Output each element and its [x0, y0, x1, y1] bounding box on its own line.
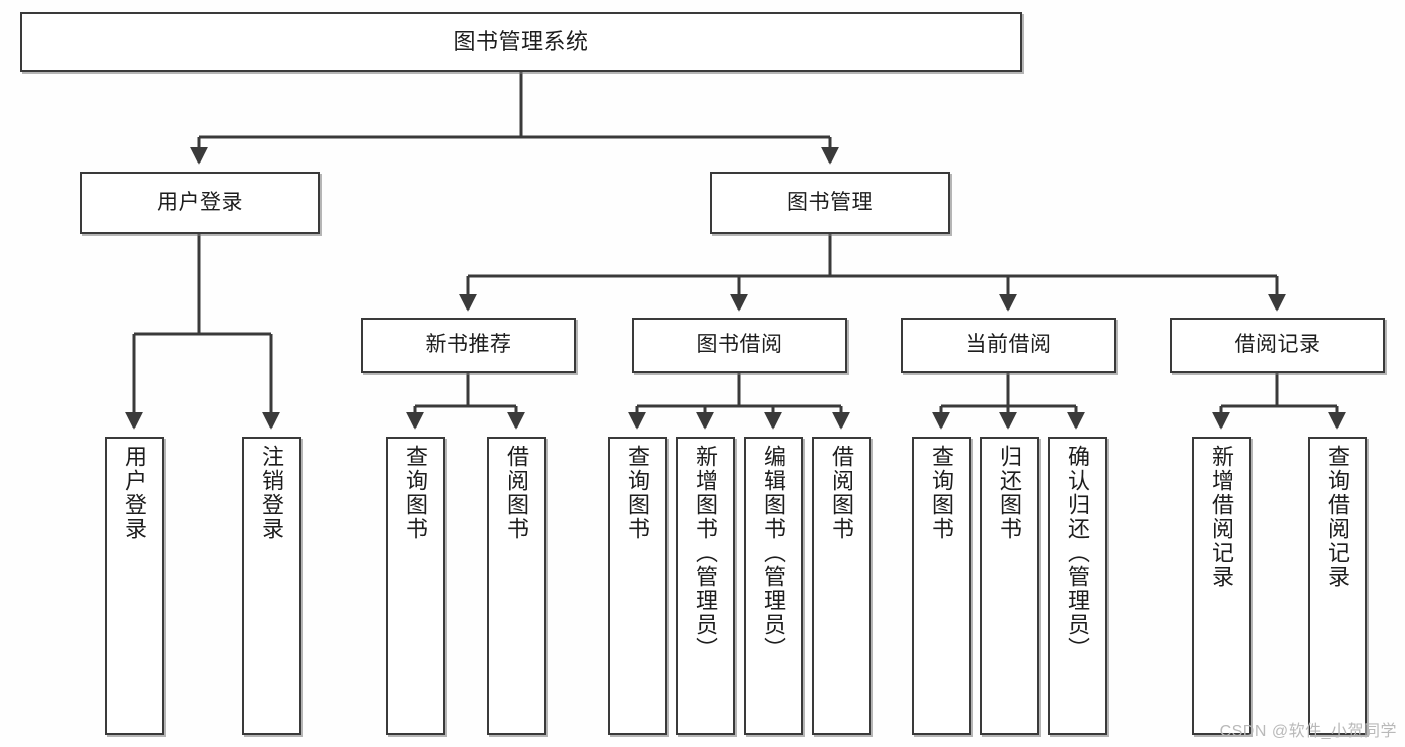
node-book-manage[interactable]: 图书管理 [710, 172, 950, 234]
leaf-confirm-return[interactable]: 确认归还（管理员） [1048, 437, 1107, 735]
leaf-add-record[interactable]: 新增借阅记录 [1192, 437, 1251, 735]
leaf-query-book-1-label: 查询图书 [403, 445, 429, 541]
leaf-edit-book-label: 编辑图书（管理员） [761, 445, 787, 661]
leaf-query-book-2[interactable]: 查询图书 [608, 437, 667, 735]
leaf-borrow-book-1-label: 借阅图书 [504, 445, 530, 541]
node-current-borrow-label: 当前借阅 [965, 333, 1052, 357]
leaf-logout[interactable]: 注销登录 [242, 437, 301, 735]
leaf-return-book-label: 归还图书 [997, 445, 1023, 541]
node-book-borrow-label: 图书借阅 [696, 333, 783, 357]
leaf-borrow-book-2[interactable]: 借阅图书 [812, 437, 871, 735]
leaf-return-book[interactable]: 归还图书 [980, 437, 1039, 735]
node-new-book-rec[interactable]: 新书推荐 [361, 318, 576, 373]
leaf-query-book-1[interactable]: 查询图书 [386, 437, 445, 735]
leaf-query-record-label: 查询借阅记录 [1325, 445, 1351, 589]
csdn-watermark: CSDN @软件_小贺同学 [1219, 723, 1397, 740]
node-borrow-record[interactable]: 借阅记录 [1170, 318, 1385, 373]
leaf-borrow-book-1[interactable]: 借阅图书 [487, 437, 546, 735]
node-root[interactable]: 图书管理系统 [20, 12, 1022, 72]
leaf-edit-book[interactable]: 编辑图书（管理员） [744, 437, 803, 735]
node-book-manage-label: 图书管理 [787, 190, 873, 214]
leaf-add-book-label: 新增图书（管理员） [693, 445, 719, 661]
leaf-query-book-3[interactable]: 查询图书 [912, 437, 971, 735]
node-borrow-record-label: 借阅记录 [1234, 333, 1321, 357]
node-book-borrow[interactable]: 图书借阅 [632, 318, 847, 373]
node-new-book-rec-label: 新书推荐 [425, 333, 512, 357]
leaf-confirm-return-label: 确认归还（管理员） [1065, 445, 1091, 661]
node-user-login[interactable]: 用户登录 [80, 172, 320, 234]
leaf-query-book-2-label: 查询图书 [625, 445, 651, 541]
leaf-add-record-label: 新增借阅记录 [1209, 445, 1235, 589]
node-current-borrow[interactable]: 当前借阅 [901, 318, 1116, 373]
leaf-user-login-label: 用户登录 [122, 445, 148, 541]
leaf-logout-label: 注销登录 [259, 445, 285, 541]
leaf-query-book-3-label: 查询图书 [929, 445, 955, 541]
leaf-add-book[interactable]: 新增图书（管理员） [676, 437, 735, 735]
leaf-user-login[interactable]: 用户登录 [105, 437, 164, 735]
leaf-borrow-book-2-label: 借阅图书 [829, 445, 855, 541]
leaf-query-record[interactable]: 查询借阅记录 [1308, 437, 1367, 735]
node-root-label: 图书管理系统 [453, 29, 589, 55]
node-user-login-label: 用户登录 [157, 190, 243, 214]
